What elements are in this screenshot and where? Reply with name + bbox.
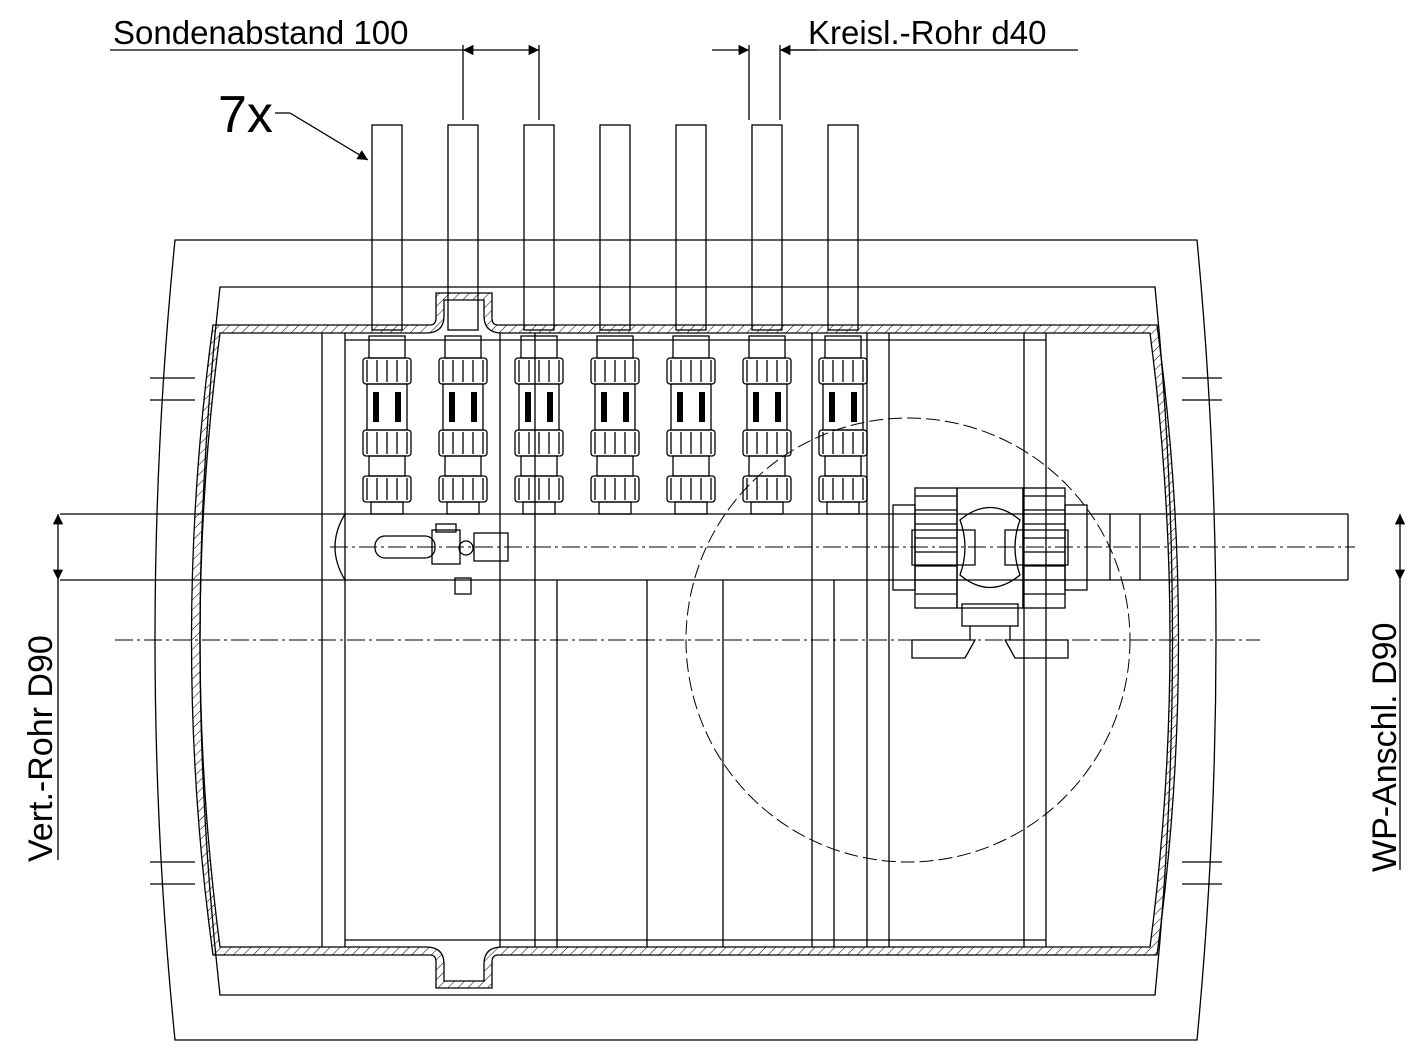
main-pipe — [60, 513, 1355, 581]
probe-pipe — [742, 124, 792, 515]
drain-valve — [374, 523, 509, 595]
ball-valve-large — [892, 487, 1088, 659]
probe-pipe — [438, 124, 488, 515]
count-leader — [275, 112, 369, 161]
label-probe-spacing: Sondenabstand 100 — [113, 14, 408, 51]
dimension-probe-spacing — [110, 44, 540, 120]
probe-pipes — [362, 124, 868, 515]
label-circuit-pipe: Kreisl.-Rohr d40 — [808, 14, 1046, 51]
label-count: 7x — [218, 86, 273, 144]
probe-pipe — [666, 124, 716, 515]
label-vertical-pipe: Vert.-Rohr D90 — [22, 635, 60, 862]
probe-pipe — [362, 124, 412, 515]
inner-shell — [190, 292, 1180, 989]
probe-pipe — [590, 124, 640, 515]
label-heatpump-connection: WP-Anschl. D90 — [1366, 623, 1404, 872]
dimension-circuit-pipe — [712, 44, 1078, 120]
probe-pipe — [514, 124, 564, 515]
probe-pipe — [818, 124, 868, 515]
